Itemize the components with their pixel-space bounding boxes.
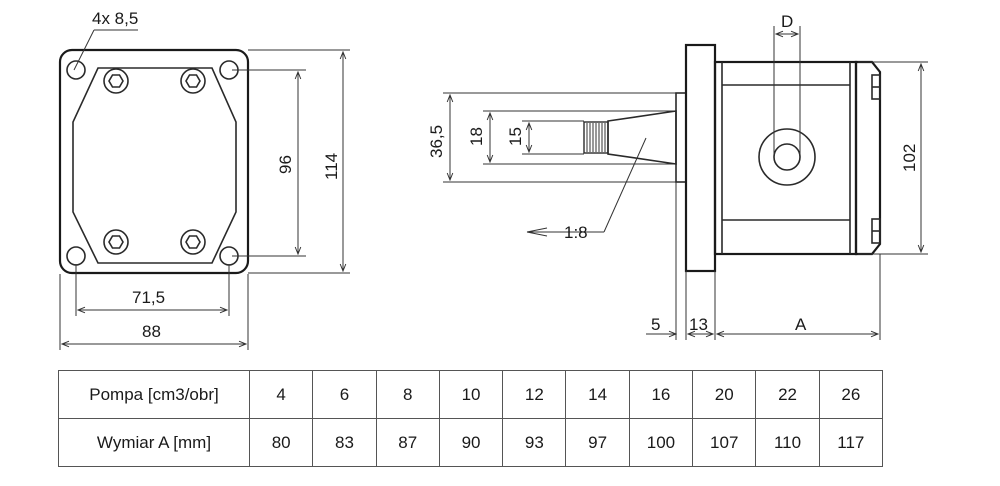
dim-hole-spacing-h: 71,5 [132,288,165,307]
pump-spec-table: Pompa [cm3/obr] 4 6 8 10 12 14 16 20 22 … [58,370,884,467]
table-cell: 6 [312,370,377,419]
table-cell: 117 [818,418,884,467]
dim-18: 18 [467,127,486,146]
dim-flange-width: 88 [142,322,161,341]
pump-body [713,60,858,256]
shaft-hub [675,92,687,183]
side-view: 36,5 18 15 1:8 [427,12,928,340]
table-row-wymiar: Wymiar A [mm] 80 83 87 90 93 97 100 107 … [58,418,884,467]
table-cell: 14 [565,370,630,419]
table-row-pompa: Pompa [cm3/obr] 4 6 8 10 12 14 16 20 22 … [58,370,884,419]
taper-ratio: 1:8 [564,223,588,242]
table-cell: 100 [628,418,694,467]
mounting-hole [66,60,239,266]
table-cell: 110 [755,418,820,467]
shaft-taper [607,110,677,165]
end-cover [854,60,882,256]
table-cell: 16 [628,370,694,419]
port-inner [773,143,801,171]
table-cell: 20 [692,370,757,419]
table-cell: 10 [438,370,504,419]
table-cell: 90 [438,418,504,467]
dim-13: 13 [689,315,708,334]
table-cell: 83 [312,418,377,467]
dim-15: 15 [506,127,525,146]
table-cell: 87 [375,418,440,467]
dim-36-5: 36,5 [427,125,446,158]
dim-5: 5 [651,315,660,334]
dim-hole-spacing-v: 96 [276,155,295,174]
table-cell: 107 [692,418,757,467]
bolt-head [103,68,206,255]
hole-note: 4x 8,5 [92,9,138,28]
dim-port-d: D [781,12,793,31]
flange-view: 4x 8,5 71,5 88 96 114 [58,9,350,350]
table-cell: 12 [502,370,567,419]
table-cell: 26 [818,370,884,419]
dim-flange-height: 114 [322,153,341,180]
flange-plate [58,48,250,275]
table-cell: 80 [248,418,314,467]
port-outer [758,128,816,186]
row-label: Wymiar A [mm] [58,418,250,467]
spline-hatch [586,123,606,152]
row-label: Pompa [cm3/obr] [58,370,250,419]
table-cell: 93 [502,418,567,467]
table-cell: 8 [375,370,440,419]
mounting-flange [684,43,717,273]
pump-body-outline [72,67,237,264]
table-cell: 97 [565,418,630,467]
table-cell: 22 [755,370,820,419]
dim-body-height: 102 [900,144,919,172]
table-cell: 4 [248,370,314,419]
dim-a: A [795,315,807,334]
